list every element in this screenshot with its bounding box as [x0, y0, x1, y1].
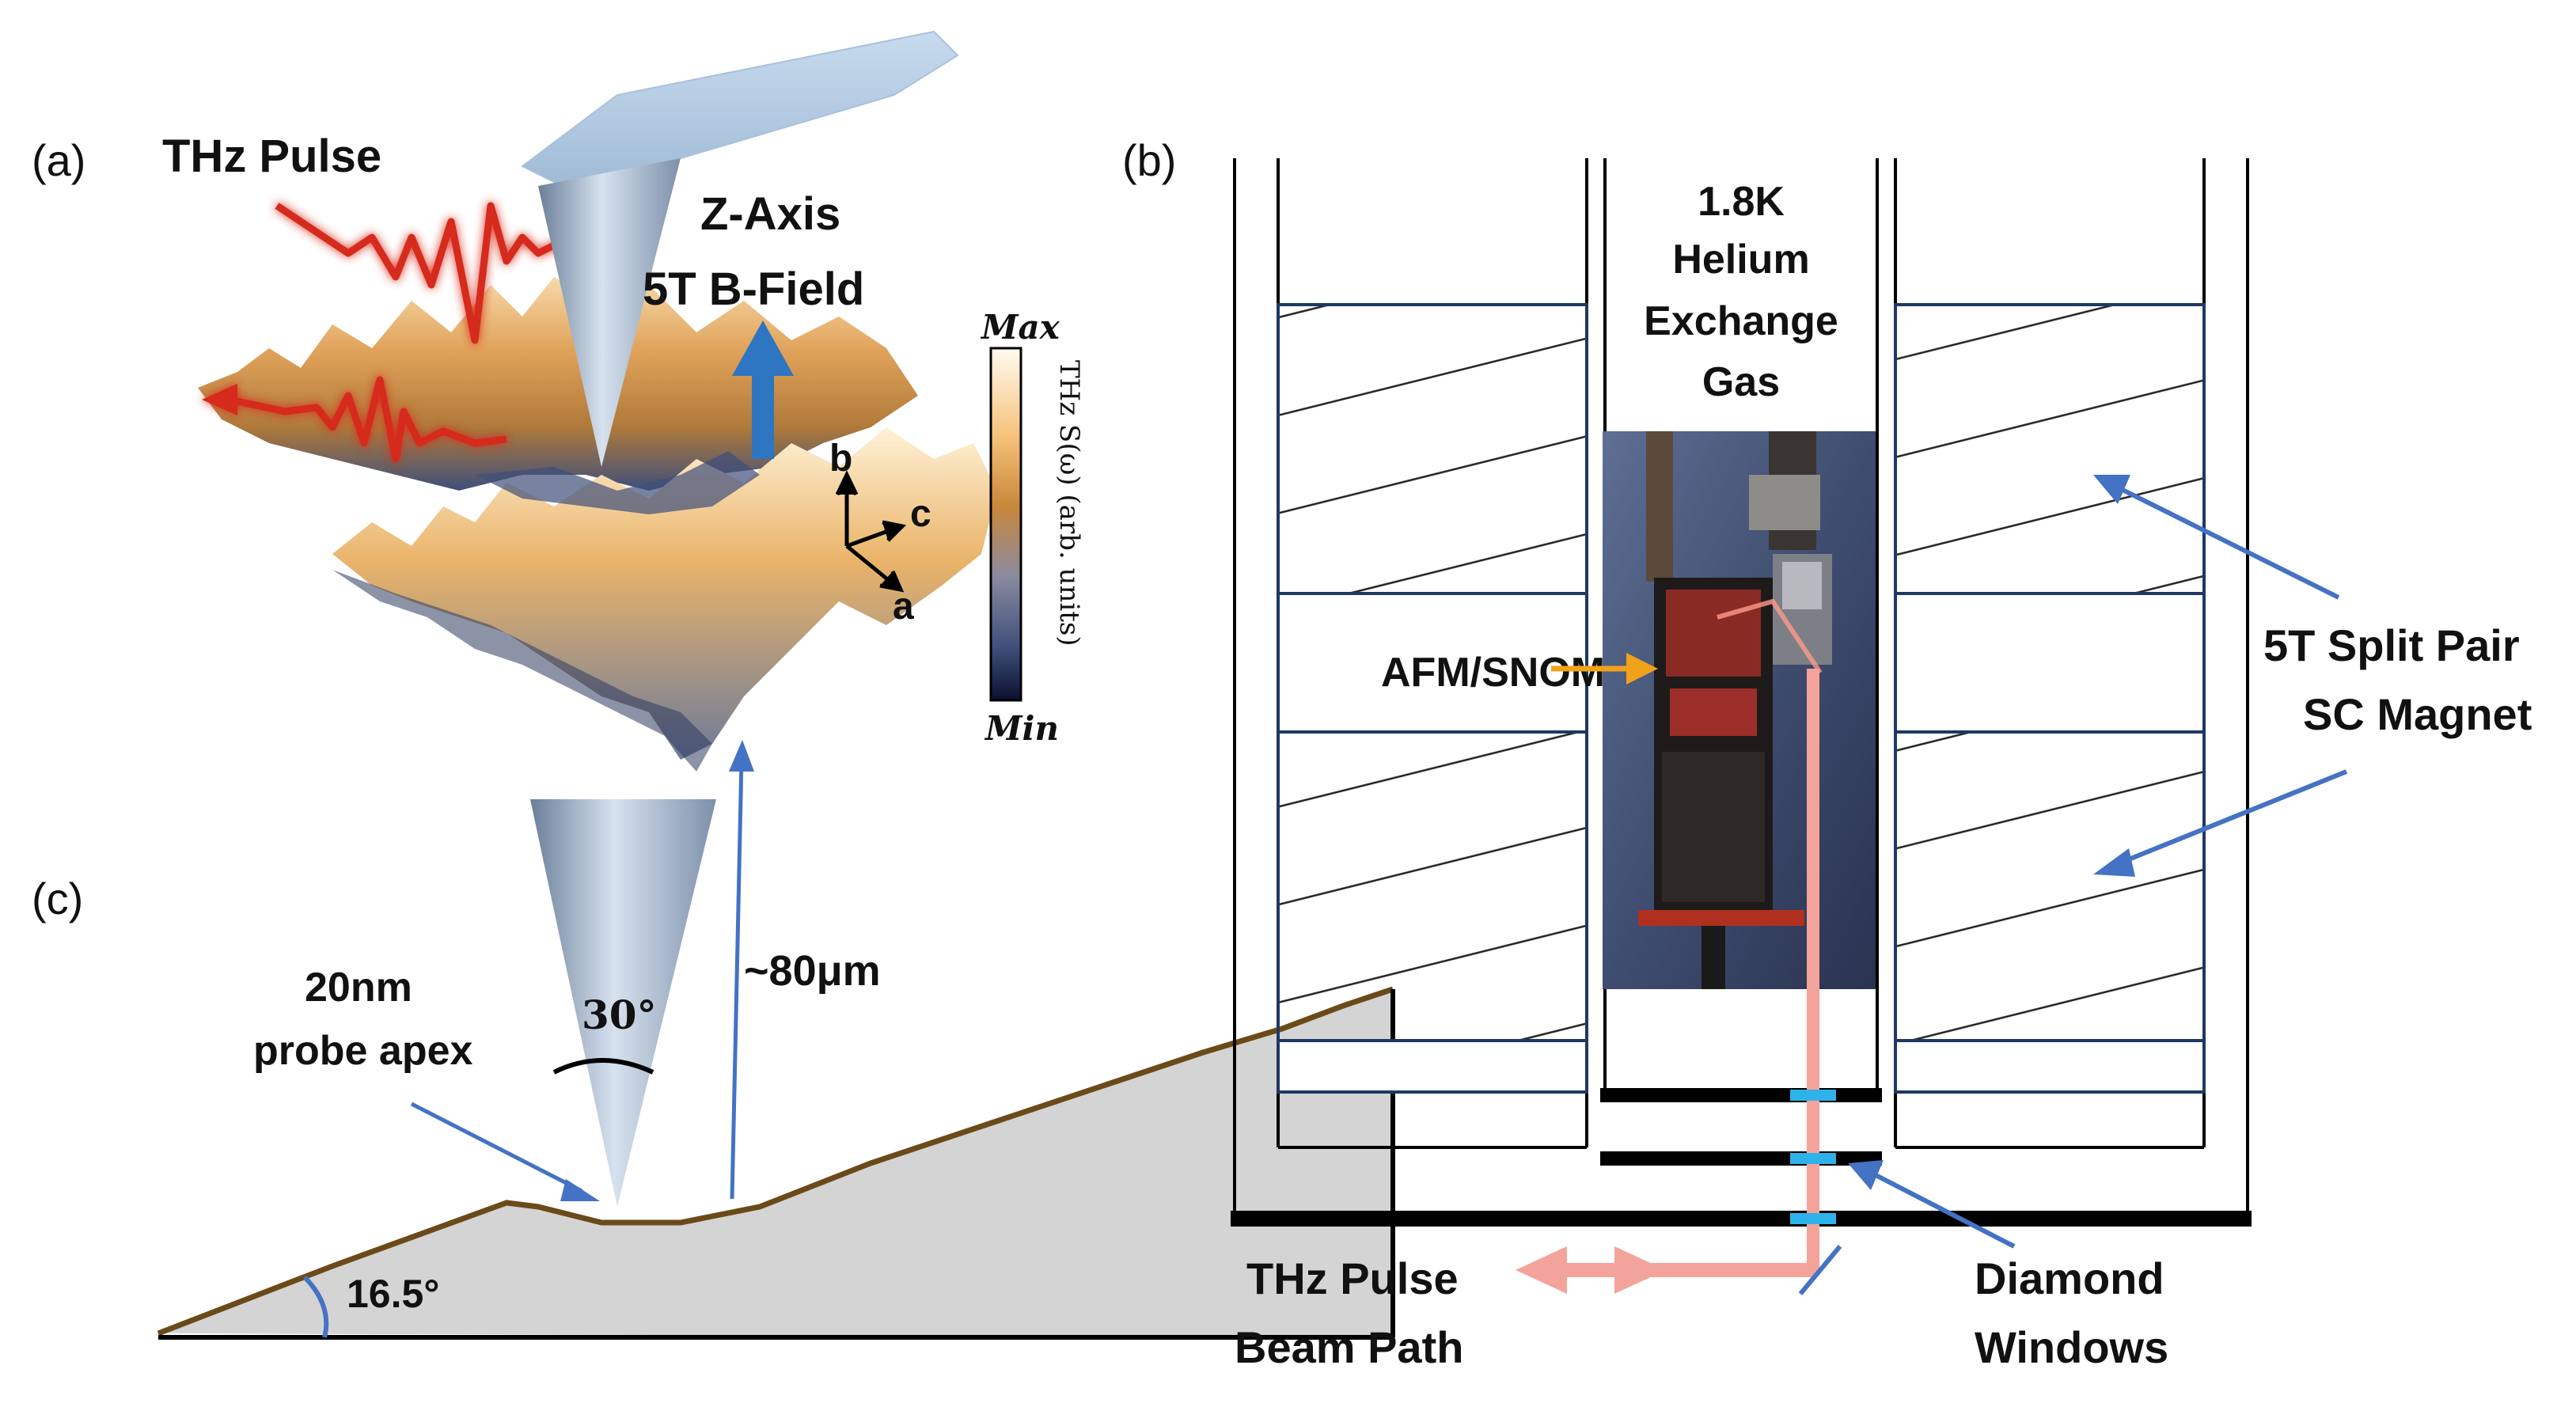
cantilever-arm	[521, 30, 959, 191]
panel-a: (a) THz Pulse Z-Axis 5T B-Field	[32, 30, 1085, 772]
colorbar: Max Min THz S(ω) (arb. units)	[980, 308, 1085, 748]
afm-snom-photo	[1603, 431, 1876, 989]
surface-valley	[475, 451, 760, 514]
colorbar-min: Min	[984, 709, 1059, 748]
scattered-pulse	[229, 376, 507, 463]
magnet-label-line2: SC Magnet	[2303, 689, 2532, 739]
magnet-arrow-lower	[2119, 769, 2348, 865]
thz-surface-map	[198, 277, 997, 772]
colorbar-gradient	[989, 347, 1022, 702]
tip-angle-label: 30°	[582, 992, 657, 1038]
surface-back-layer	[198, 277, 918, 491]
windows-arrow	[1874, 1173, 2016, 1249]
afm-cantilever	[521, 30, 959, 467]
slope-angle-arc	[302, 1275, 329, 1338]
magnet-arrowhead-upper	[2093, 475, 2130, 504]
apex-arrowhead	[560, 1179, 600, 1201]
height-arrow	[730, 759, 744, 1200]
thz-pulse-label: THz Pulse	[162, 131, 381, 182]
panel-b: (b)	[1122, 135, 2532, 1372]
panel-b-tag: (b)	[1122, 135, 1176, 185]
thz-beam-path	[1516, 669, 1819, 1294]
apex-arrow	[410, 1102, 583, 1193]
surface-front-layer	[332, 427, 997, 760]
gas-line-2: Helium	[1672, 237, 1809, 282]
incoming-pulse	[275, 202, 580, 344]
gas-line-3: Exchange	[1644, 298, 1838, 344]
axis-b-label: b	[829, 438, 852, 480]
colorbar-label: THz S(ω) (arb. units)	[1053, 360, 1085, 647]
beam-label-line1: THz Pulse	[1246, 1253, 1459, 1303]
slope-angle-label: 16.5°	[347, 1272, 439, 1316]
gas-line-1: 1.8K	[1698, 179, 1785, 225]
left-magnet-coils	[1277, 303, 1588, 1094]
afm-snom-arrowhead	[1626, 653, 1658, 684]
apex-label-line2: probe apex	[253, 1028, 472, 1074]
probe-cone	[530, 799, 716, 1207]
diamond-windows	[1790, 1090, 1836, 1224]
axis-a-label: a	[893, 586, 914, 628]
tip-angle-arc	[552, 1058, 654, 1075]
windows-label-line1: Diamond	[1975, 1253, 2164, 1303]
panel-c: (c) 16.5° 30° ~80μm 20nm probe apex	[32, 740, 1395, 1340]
magnet-label-line1: 5T Split Pair	[2263, 620, 2520, 670]
apex-label-line1: 20nm	[305, 965, 412, 1011]
windows-arrowhead	[1848, 1160, 1884, 1190]
beam-mirror	[1798, 1245, 1842, 1295]
height-arrowhead	[729, 740, 754, 772]
sample-surface	[157, 986, 1394, 1337]
magnet-arrowhead-lower	[2093, 848, 2135, 877]
crystal-axes	[835, 470, 907, 593]
tip-cone	[538, 158, 681, 467]
surface-shadow	[332, 570, 712, 772]
b-field-arrow	[732, 320, 794, 459]
panel-c-tag: (c)	[32, 874, 83, 923]
gas-line-4: Gas	[1702, 359, 1780, 405]
b-field-label: 5T B-Field	[643, 264, 864, 315]
magnet-arrow-upper	[2119, 487, 2340, 600]
z-axis-label: Z-Axis	[700, 188, 840, 240]
panel-a-tag: (a)	[32, 135, 85, 185]
sample-slab	[158, 989, 1393, 1337]
scattered-arrowhead	[202, 384, 237, 415]
height-label: ~80μm	[744, 947, 881, 995]
afm-snom-label: AFM/SNOM	[1381, 650, 1605, 696]
windows-label-line2: Windows	[1975, 1322, 2168, 1372]
colorbar-max: Max	[980, 308, 1060, 347]
axis-c-label: c	[910, 493, 931, 535]
right-magnet-coils	[1894, 303, 2206, 1094]
beam-label-line2: Beam Path	[1235, 1322, 1463, 1372]
